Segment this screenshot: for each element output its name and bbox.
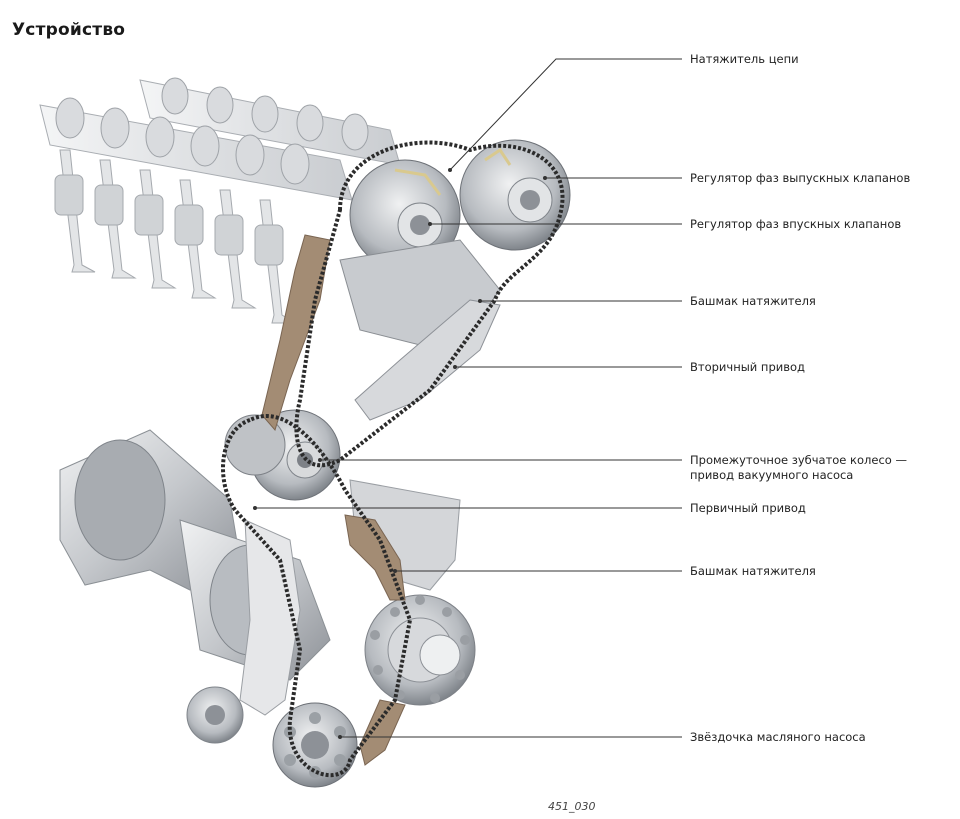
tensioner-shoe-oil xyxy=(359,699,406,766)
figure-caption: 451_030 xyxy=(548,800,596,813)
label-tensioner-shoe-2: Башмак натяжителя xyxy=(690,564,816,578)
label-secondary-drive: Вторичный привод xyxy=(690,360,805,374)
oil-pump-sprocket xyxy=(272,702,358,788)
label-intermediate-gear: Промежуточное зубчатое колесо — xyxy=(690,453,907,467)
page-title: Устройство xyxy=(12,20,126,40)
label-intake-phaser: Регулятор фаз впускных клапанов xyxy=(690,217,902,231)
tensioner-shoe-lower xyxy=(344,514,406,601)
pulley-wheel xyxy=(364,594,476,706)
label-tensioner-shoe-1: Башмак натяжителя xyxy=(690,294,816,308)
label-exhaust-phaser: Регулятор фаз выпускных клапанов xyxy=(690,171,911,185)
oil-pump-gear xyxy=(186,686,244,744)
label-oil-pump-sprocket: Звёздочка масляного насоса xyxy=(690,730,866,744)
exhaust-cam-phaser xyxy=(459,139,571,251)
label-intermediate-gear-2: привод вакуумного насоса xyxy=(690,468,854,482)
secondary-drive-rail xyxy=(354,299,501,421)
timing-chains xyxy=(221,140,565,778)
valves xyxy=(54,149,297,324)
leader-dots xyxy=(253,168,547,739)
label-primary-drive: Первичный привод xyxy=(690,501,806,515)
intermediate-gear xyxy=(224,409,341,501)
intake-cam-phaser xyxy=(349,159,461,271)
camshafts xyxy=(39,77,401,201)
label-chain-tensioner: Натяжитель цепи xyxy=(690,52,799,66)
crank-guide-plate xyxy=(239,519,301,716)
leader-lines xyxy=(255,58,682,738)
